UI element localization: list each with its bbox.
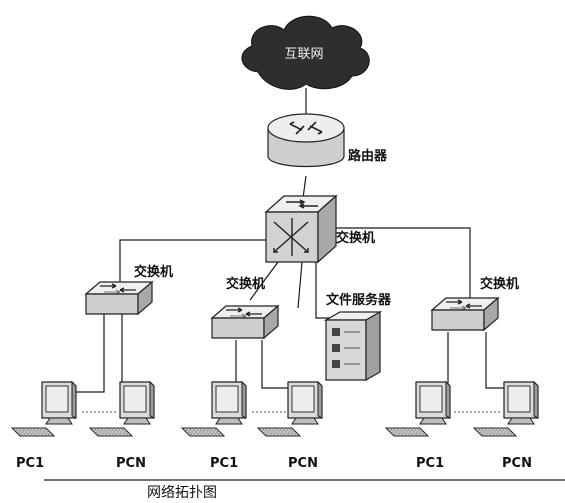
link-core-switch-middle-2 xyxy=(297,261,303,309)
core-switch: 交换机 xyxy=(264,194,375,264)
internet-label: 互联网 xyxy=(284,47,323,62)
pc-middle-first: PC1 xyxy=(181,381,247,471)
diagram-caption: 网络拓扑图 xyxy=(147,485,217,501)
switch-right: 交换机 xyxy=(431,276,519,331)
router-arrows-icon xyxy=(289,121,323,135)
link-middle-switch-pc1 xyxy=(228,340,237,389)
pc-left-first-label: PC1 xyxy=(16,456,44,471)
pc-middle-first-label: PC1 xyxy=(210,456,238,471)
link-router-core-switch xyxy=(302,175,307,199)
switch-middle: 交换机 xyxy=(211,276,279,339)
file-server-label: 文件服务器 xyxy=(326,292,392,308)
switch-left-label: 交换机 xyxy=(134,264,173,280)
router: 路由器 xyxy=(267,113,388,168)
pc-middle-last: PCN xyxy=(257,381,323,471)
link-right-switch-pcn xyxy=(485,332,514,389)
switch-left: 交换机 xyxy=(85,264,173,315)
link-middle-switch-pcn xyxy=(261,340,300,389)
pc-right-last: PCN xyxy=(473,381,539,471)
core-switch-label: 交换机 xyxy=(336,230,375,246)
link-core-switch-middle xyxy=(249,261,279,301)
pc-right-first: PC1 xyxy=(385,381,451,471)
pc-left-last: PCN xyxy=(89,381,155,471)
server-led-icon xyxy=(332,328,340,336)
link-core-switch-file-server xyxy=(315,262,338,319)
pc-middle-last-label: PCN xyxy=(288,456,318,471)
server-led-icon xyxy=(332,360,340,368)
switch-middle-label: 交换机 xyxy=(226,276,265,292)
router-label: 路由器 xyxy=(348,148,388,164)
server-led-icon xyxy=(332,344,340,352)
link-left-switch-pc1 xyxy=(62,314,105,393)
link-right-switch-pc1 xyxy=(430,332,449,389)
pc-right-first-label: PC1 xyxy=(416,456,444,471)
file-server: 文件服务器 xyxy=(323,292,392,382)
pc-left-last-label: PCN xyxy=(116,456,146,471)
pc-right-last-label: PCN xyxy=(502,456,532,471)
link-core-switch-left xyxy=(119,239,272,282)
pc-left-first: PC1 xyxy=(11,381,77,471)
internet-cloud: 互联网 xyxy=(241,15,370,90)
switch-right-label: 交换机 xyxy=(480,276,519,292)
link-left-switch-pcn xyxy=(121,314,136,393)
link-core-switch-right xyxy=(334,227,471,298)
core-switch-arrows-icon xyxy=(273,199,318,256)
